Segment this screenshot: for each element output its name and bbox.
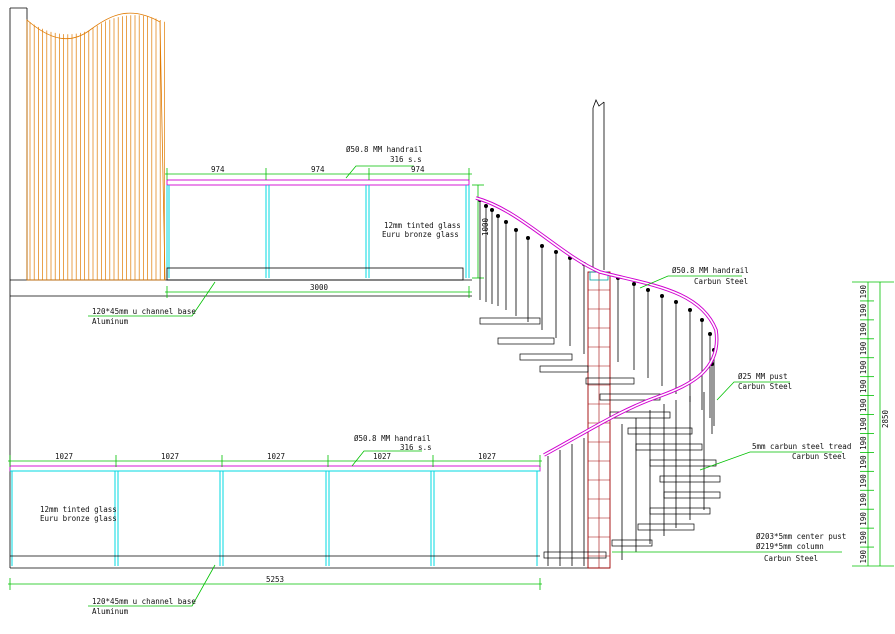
stair-tread-label: 5mm carbun steel tread: [752, 442, 851, 451]
riser-step-dim: 190: [859, 436, 868, 450]
upper-glass-rail: [166, 179, 470, 281]
baluster-cap: [540, 243, 545, 248]
upper-dim-texts: 974 974 974 3000 1000 Ø50.8 MM handrail …: [92, 145, 490, 326]
upper-handrail-material: 316 s.s: [390, 155, 422, 164]
stair-tread: [663, 491, 721, 499]
baluster-cap: [700, 317, 705, 322]
riser-dimension-chain: 190 190 190 190 190 190 190 190 190 190 190 190 190 1…: [852, 281, 894, 567]
lower-handrail-label: Ø50.8 MM handrail: [354, 434, 431, 443]
stair-handrail-label: Ø50.8 MM handrail: [672, 266, 749, 275]
baluster-cap: [708, 331, 713, 336]
baluster-cap: [632, 281, 637, 286]
riser-step-dim: 190: [859, 341, 868, 355]
upper-handrail-label: Ø50.8 MM handrail: [346, 145, 423, 154]
riser-step-dim: 190: [859, 493, 868, 507]
stair-post-material: Carbun Steel: [738, 382, 792, 391]
upper-seg-dim-3: 974: [411, 165, 425, 174]
stair-tread: [627, 427, 693, 435]
lower-dim-texts: 1027 1027 1027 1027 1027 5253 Ø50.8 MM h…: [40, 434, 496, 616]
upper-dimensions: [88, 165, 484, 317]
baluster-cap: [526, 235, 531, 240]
upper-channel-label: 120*45mm u channel base: [92, 307, 196, 316]
lower-glass-label: 12mm tinted glass: [40, 505, 117, 514]
stair-tread: [539, 365, 589, 373]
baluster-cap: [489, 207, 494, 212]
stair-tread: [479, 317, 541, 325]
lower-glass-rail: [9, 465, 541, 566]
stair-tread: [609, 411, 671, 419]
stair-tread: [659, 475, 721, 483]
lower-seg-dim-5: 1027: [478, 452, 496, 461]
lower-seg-dim-3: 1027: [267, 452, 285, 461]
stair-tread: [649, 459, 717, 467]
riser-step-dim: 190: [859, 417, 868, 431]
stair-post-label: Ø25 MM pust: [738, 372, 788, 381]
upper-seg-dim-1: 974: [211, 165, 225, 174]
lower-seg-dim-1: 1027: [55, 452, 73, 461]
stair-tread: [611, 539, 653, 547]
lower-dimensions: [8, 450, 542, 607]
center-post-label: Ø203*5mm center pust: [756, 532, 846, 541]
lower-seg-dim-2: 1027: [161, 452, 179, 461]
baluster-cap: [646, 287, 651, 292]
stair-tread: [637, 523, 695, 531]
riser-step-dim: 190: [859, 303, 868, 317]
stair-tread: [649, 507, 711, 515]
upper-total-dim: 3000: [310, 283, 329, 292]
lower-handrail-material: 316 s.s: [400, 443, 432, 452]
stair-tread: [543, 551, 607, 559]
lower-total-dim: 5253: [266, 575, 284, 584]
riser-step-dim: 190: [859, 398, 868, 412]
stair-tread: [585, 377, 635, 385]
spiral-texts: Ø50.8 MM handrail Carbun Steel Ø25 MM pu…: [672, 266, 851, 563]
upper-seg-dim-2: 974: [311, 165, 325, 174]
riser-step-dim: 190: [859, 379, 868, 393]
upper-height-dim: 1000: [481, 217, 490, 236]
stair-tread: [635, 443, 703, 451]
spiral-leaders: [612, 275, 842, 553]
lower-channel-material: Aluminum: [92, 607, 129, 616]
baluster-cap: [554, 249, 559, 254]
riser-step-dim: 190: [859, 360, 868, 374]
riser-step-dim: 190: [859, 549, 868, 563]
wall-hatch: [26, 12, 166, 281]
baluster-cap: [674, 299, 679, 304]
riser-step-dim: 190: [859, 322, 868, 336]
lower-channel-label: 120*45mm u channel base: [92, 597, 196, 606]
stair-tread-material: Carbun Steel: [792, 452, 846, 461]
stair-tread: [497, 337, 555, 345]
baluster-cap: [688, 307, 693, 312]
riser-step-dim: 190: [859, 512, 868, 526]
spiral-stair: [475, 99, 721, 569]
baluster-cap: [495, 213, 500, 218]
riser-step-dim: 190: [859, 455, 868, 469]
riser-step-dim: 190: [859, 531, 868, 545]
upper-channel-material: Aluminum: [92, 317, 129, 326]
column-label: Ø219*5mm column: [756, 542, 824, 551]
baluster-cap: [514, 227, 519, 232]
column-material: Carbun Steel: [764, 554, 818, 563]
riser-step-dim: 190: [859, 474, 868, 488]
stair-tread: [519, 353, 573, 361]
lower-glass-material: Euru bronze glass: [40, 514, 117, 523]
lower-seg-dim-4: 1027: [373, 452, 391, 461]
riser-total-dim: 2850: [881, 409, 890, 428]
stair-handrail-material: Carbun Steel: [694, 277, 748, 286]
riser-step-dim: 190: [859, 284, 868, 298]
baluster-cap: [483, 203, 488, 208]
upper-glass-material: Euru bronze glass: [382, 230, 459, 239]
baluster-cap: [660, 293, 665, 298]
upper-glass-label: 12mm tinted glass: [384, 221, 461, 230]
baluster-cap: [503, 219, 508, 224]
